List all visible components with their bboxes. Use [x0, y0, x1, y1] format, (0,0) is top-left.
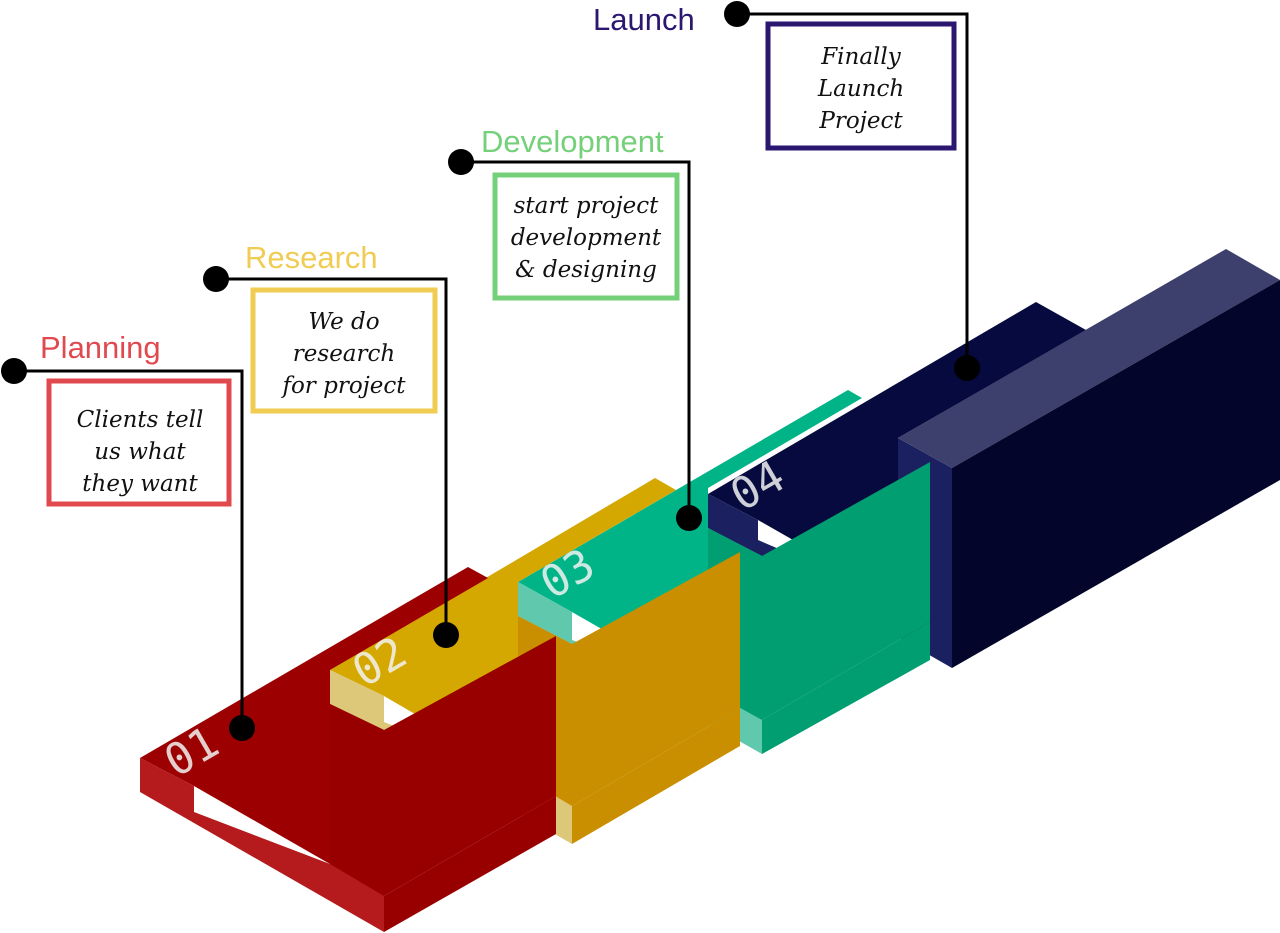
connector-dot-research-start: [203, 266, 229, 292]
connector-line-launch: [737, 12, 969, 368]
block-01-side: [330, 636, 556, 896]
launch-description-line-1: Finally: [820, 44, 902, 70]
step-title-launch: Launch: [593, 2, 695, 37]
research-description-line-1: We do: [308, 309, 379, 335]
connector-dot-development-start: [448, 149, 474, 175]
planning-description-line-2: us what: [94, 439, 186, 465]
step-title-research: Research: [245, 240, 378, 275]
planning-description-line-1: Clients tell: [77, 407, 204, 433]
block-02-top: [330, 478, 676, 774]
block-01-top: [140, 567, 488, 864]
block-04-top: [708, 302, 1086, 600]
block-03-top: [518, 390, 862, 690]
connector-line-planning: [14, 369, 244, 728]
connector-line-research: [216, 277, 448, 635]
connector-dot-launch-end: [954, 355, 980, 381]
connector-dot-launch-start: [724, 1, 750, 27]
connector-dot-research-end: [433, 622, 459, 648]
block-01-front: [140, 704, 384, 932]
callout-box-development: [492, 172, 680, 301]
step-title-planning: Planning: [40, 330, 161, 365]
block-02-side: [518, 552, 740, 806]
callout-box-research: [250, 287, 438, 414]
callout-box-launch: [765, 21, 957, 151]
research-description-line-3: for project: [280, 373, 406, 399]
connector-dot-development-end: [676, 505, 702, 531]
step-01-block: [140, 567, 556, 932]
block-04-side: [952, 280, 1280, 668]
block-01-bottom-side: [384, 796, 556, 932]
step-title-development: Development: [481, 124, 664, 159]
research-description-line-2: research: [293, 341, 395, 367]
block-03-bottom-side: [762, 622, 930, 754]
connector-dot-planning-start: [1, 358, 27, 384]
block-03-side: [708, 462, 930, 720]
block-04-ridge-top: [898, 249, 1280, 468]
development-description-line-1: start project: [514, 193, 659, 219]
planning-description-line-3: they want: [82, 471, 198, 497]
connector-dot-planning-end: [229, 715, 255, 741]
callout-box-planning: [46, 378, 232, 507]
development-description-line-2: development: [511, 225, 662, 251]
block-02-bottom-side: [572, 708, 740, 844]
launch-description-line-2: Launch: [817, 76, 904, 102]
development-description-line-3: & designing: [515, 257, 657, 283]
launch-description-line-3: Project: [818, 108, 903, 134]
connector-line-development: [461, 160, 691, 518]
